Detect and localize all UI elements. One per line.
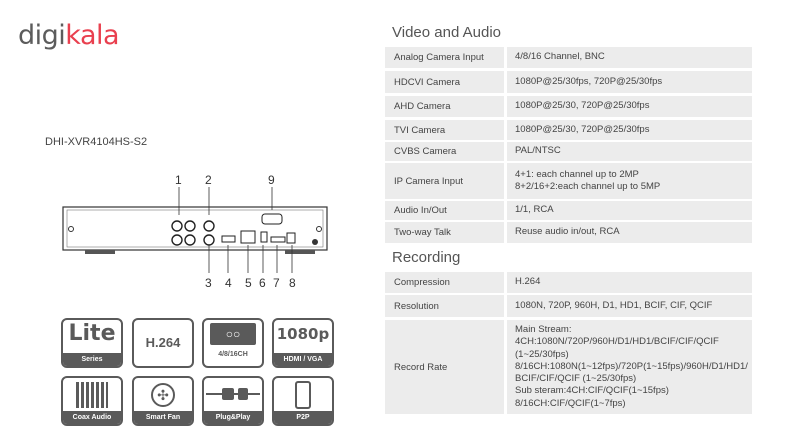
callout-7: 7: [273, 276, 280, 290]
callout-4: 4: [225, 276, 232, 290]
callout-1: 1: [175, 173, 182, 187]
plug-icon: [204, 378, 262, 410]
model-name: DHI-XVR4104HS-S2: [45, 136, 148, 148]
badge-plug-play: Plug&Play: [202, 376, 264, 426]
badge-channels: ○○4/8/16CH: [202, 318, 264, 368]
section-title-recording: Recording: [392, 249, 461, 266]
phone-icon: [295, 381, 311, 409]
digikala-logo[interactable]: digikala: [18, 20, 120, 51]
badge-smart-fan: ✣Smart Fan: [132, 376, 194, 426]
dvr-rear-panel-diagram: 1 2 3 4 5 6 7 8 9: [62, 173, 328, 290]
badge-p2p: P2P: [272, 376, 334, 426]
spec-row: Record Rate Main Stream:4CH:1080N/720P/9…: [385, 320, 752, 414]
callout-5: 5: [245, 276, 252, 290]
callout-8: 8: [289, 276, 296, 290]
callout-3: 3: [205, 276, 212, 290]
section-title-video-audio: Video and Audio: [392, 24, 501, 41]
callout-9: 9: [268, 173, 275, 187]
equalizer-icon: [76, 382, 108, 408]
badge-coax-audio: Coax Audio: [61, 376, 123, 426]
fan-icon: ✣: [151, 383, 175, 407]
tape-icon: ○○: [210, 323, 256, 345]
badge-h264: H.264: [132, 318, 194, 368]
callout-6: 6: [259, 276, 266, 290]
callout-2: 2: [205, 173, 212, 187]
